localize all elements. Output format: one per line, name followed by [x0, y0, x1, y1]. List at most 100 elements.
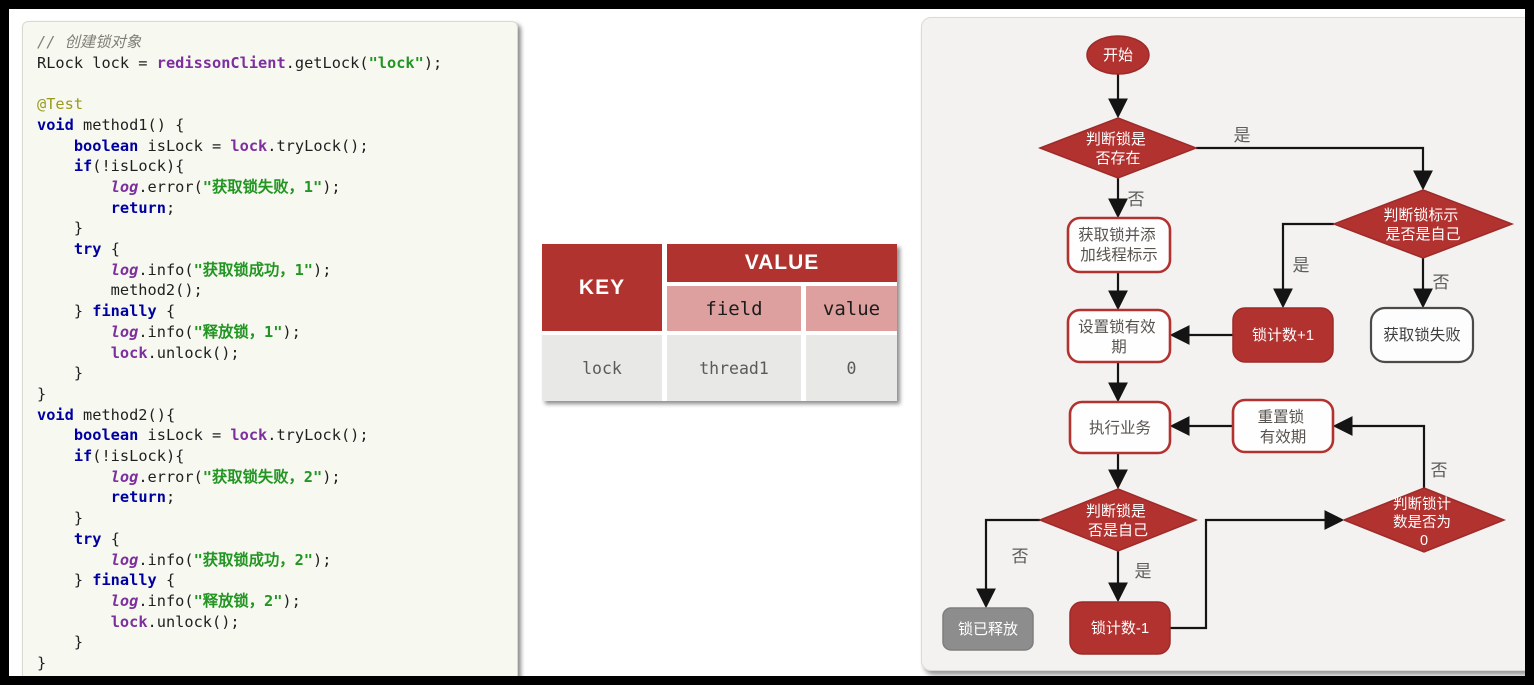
code-token: .unlock(); [147, 612, 240, 631]
code-token: log [110, 177, 139, 196]
node-do-business-label: 执行业务 [1089, 419, 1151, 437]
code-token [37, 592, 111, 610]
code-token [37, 157, 74, 175]
edge-owner-no [976, 518, 1040, 609]
code-token [37, 530, 74, 548]
code-token: finally [92, 302, 157, 321]
code-token: .error( [138, 177, 203, 196]
code-token: .info( [138, 591, 194, 610]
code-line: return; [37, 487, 511, 508]
code-token: } [37, 509, 84, 528]
node-lock-released-label: 锁已释放 [958, 621, 1018, 638]
code-token [37, 137, 74, 155]
code-token: .unlock(); [147, 343, 240, 362]
code-token: } [37, 364, 84, 383]
code-token [37, 426, 74, 444]
code-token: } [37, 571, 93, 590]
code-token: RLock lock = [37, 53, 157, 72]
code-token: "获取锁失败，1" [202, 177, 323, 196]
code-token: redissonClient [156, 53, 286, 72]
code-token: ); [282, 322, 301, 341]
code-token: ); [423, 53, 443, 72]
code-token: .info( [138, 550, 194, 569]
code-token [37, 199, 111, 217]
code-token: "lock" [368, 53, 424, 72]
code-line: try { [37, 239, 511, 260]
flowchart-panel: 是 否 是 否 否 否 是 开始 判断锁是 否存在 获取锁并添 [921, 17, 1525, 671]
label-owner-no: 否 [1012, 547, 1029, 566]
code-line [37, 73, 511, 94]
code-token: return [110, 198, 166, 217]
code-token: boolean [73, 426, 139, 445]
code-token: .info( [138, 322, 194, 341]
code-token: lock [230, 136, 268, 155]
code-line: log.info("释放锁，1"); [37, 322, 511, 343]
code-token: ); [313, 550, 332, 569]
code-line: } [37, 363, 511, 384]
code-line: } [37, 632, 511, 653]
code-line: log.error("获取锁失败，1"); [37, 177, 511, 198]
code-token: method2(){ [73, 405, 176, 424]
code-token: "获取锁成功，2" [193, 550, 314, 569]
code-line: // 创建锁对象 [37, 32, 511, 53]
code-line: method2(); [37, 280, 511, 301]
code-token: try [73, 240, 102, 259]
node-do-business [1068, 400, 1172, 455]
code-token [37, 178, 111, 196]
code-token: method2(); [37, 281, 203, 300]
edge-countzero-no [1332, 416, 1426, 488]
code-token [37, 261, 111, 279]
code-token: .getLock( [285, 53, 369, 72]
code-token: // 创建锁对象 [37, 33, 142, 51]
code-token [37, 488, 111, 506]
code-line: log.error("获取锁失败，2"); [37, 467, 511, 488]
code-token: isLock = [138, 136, 231, 155]
node-check-exists-label: 判断锁是 否存在 [1086, 131, 1150, 167]
code-token: .info( [138, 260, 194, 279]
code-token [37, 447, 74, 465]
label-countzero-no: 否 [1431, 461, 1448, 480]
code-token: void [37, 115, 74, 134]
code-token: { [156, 571, 176, 590]
code-line: lock.unlock(); [37, 612, 511, 633]
node-start-label: 开始 [1103, 47, 1133, 64]
code-token: log [110, 260, 139, 279]
code-token: log [110, 467, 139, 486]
node-reset-expiry-label: 重置锁 有效期 [1258, 408, 1309, 446]
node-check-exists [1037, 117, 1199, 179]
code-token [37, 344, 111, 362]
node-acquire-add-label: 获取锁并添 加线程标示 [1078, 226, 1160, 264]
node-check-owner-mark-label: 判断锁标示 是否是自己 [1383, 207, 1462, 243]
code-token: "获取锁成功，1" [193, 260, 314, 279]
code-token: .error( [138, 467, 203, 486]
table-cell-value: 0 [806, 335, 897, 401]
code-token: finally [92, 571, 157, 590]
code-line: if(!isLock){ [37, 446, 511, 467]
code-line: void method2(){ [37, 405, 511, 426]
code-token: return [110, 488, 166, 507]
code-token: log [110, 550, 139, 569]
code-token: isLock = [138, 426, 231, 445]
code-token: } [37, 654, 47, 673]
code-line: } [37, 653, 511, 674]
code-token: } [37, 302, 93, 321]
node-set-expiry [1066, 308, 1172, 364]
node-check-count-zero-label: 判断锁计 数是否为 0 [1393, 496, 1455, 549]
code-token: ); [322, 177, 341, 196]
flowchart-svg: 是 否 是 否 否 否 是 开始 判断锁是 否存在 获取锁并添 [942, 35, 1515, 655]
node-acquire-add [1066, 216, 1172, 274]
code-token [37, 613, 111, 631]
node-acquire-fail-label: 获取锁失败 [1383, 326, 1461, 344]
table-header-value: VALUE [667, 244, 897, 282]
label-exists-no: 否 [1128, 190, 1145, 209]
code-line: } finally { [37, 301, 511, 322]
code-line: RLock lock = redissonClient.getLock("loc… [37, 53, 511, 74]
code-token: ); [322, 467, 341, 486]
code-token: @Test [37, 95, 84, 114]
code-line: log.info("获取锁成功，2"); [37, 550, 511, 571]
node-check-owner-release [1037, 488, 1199, 552]
label-exists-yes: 是 [1234, 126, 1251, 145]
code-token: lock [110, 343, 148, 362]
code-token: .tryLock(); [267, 136, 369, 155]
